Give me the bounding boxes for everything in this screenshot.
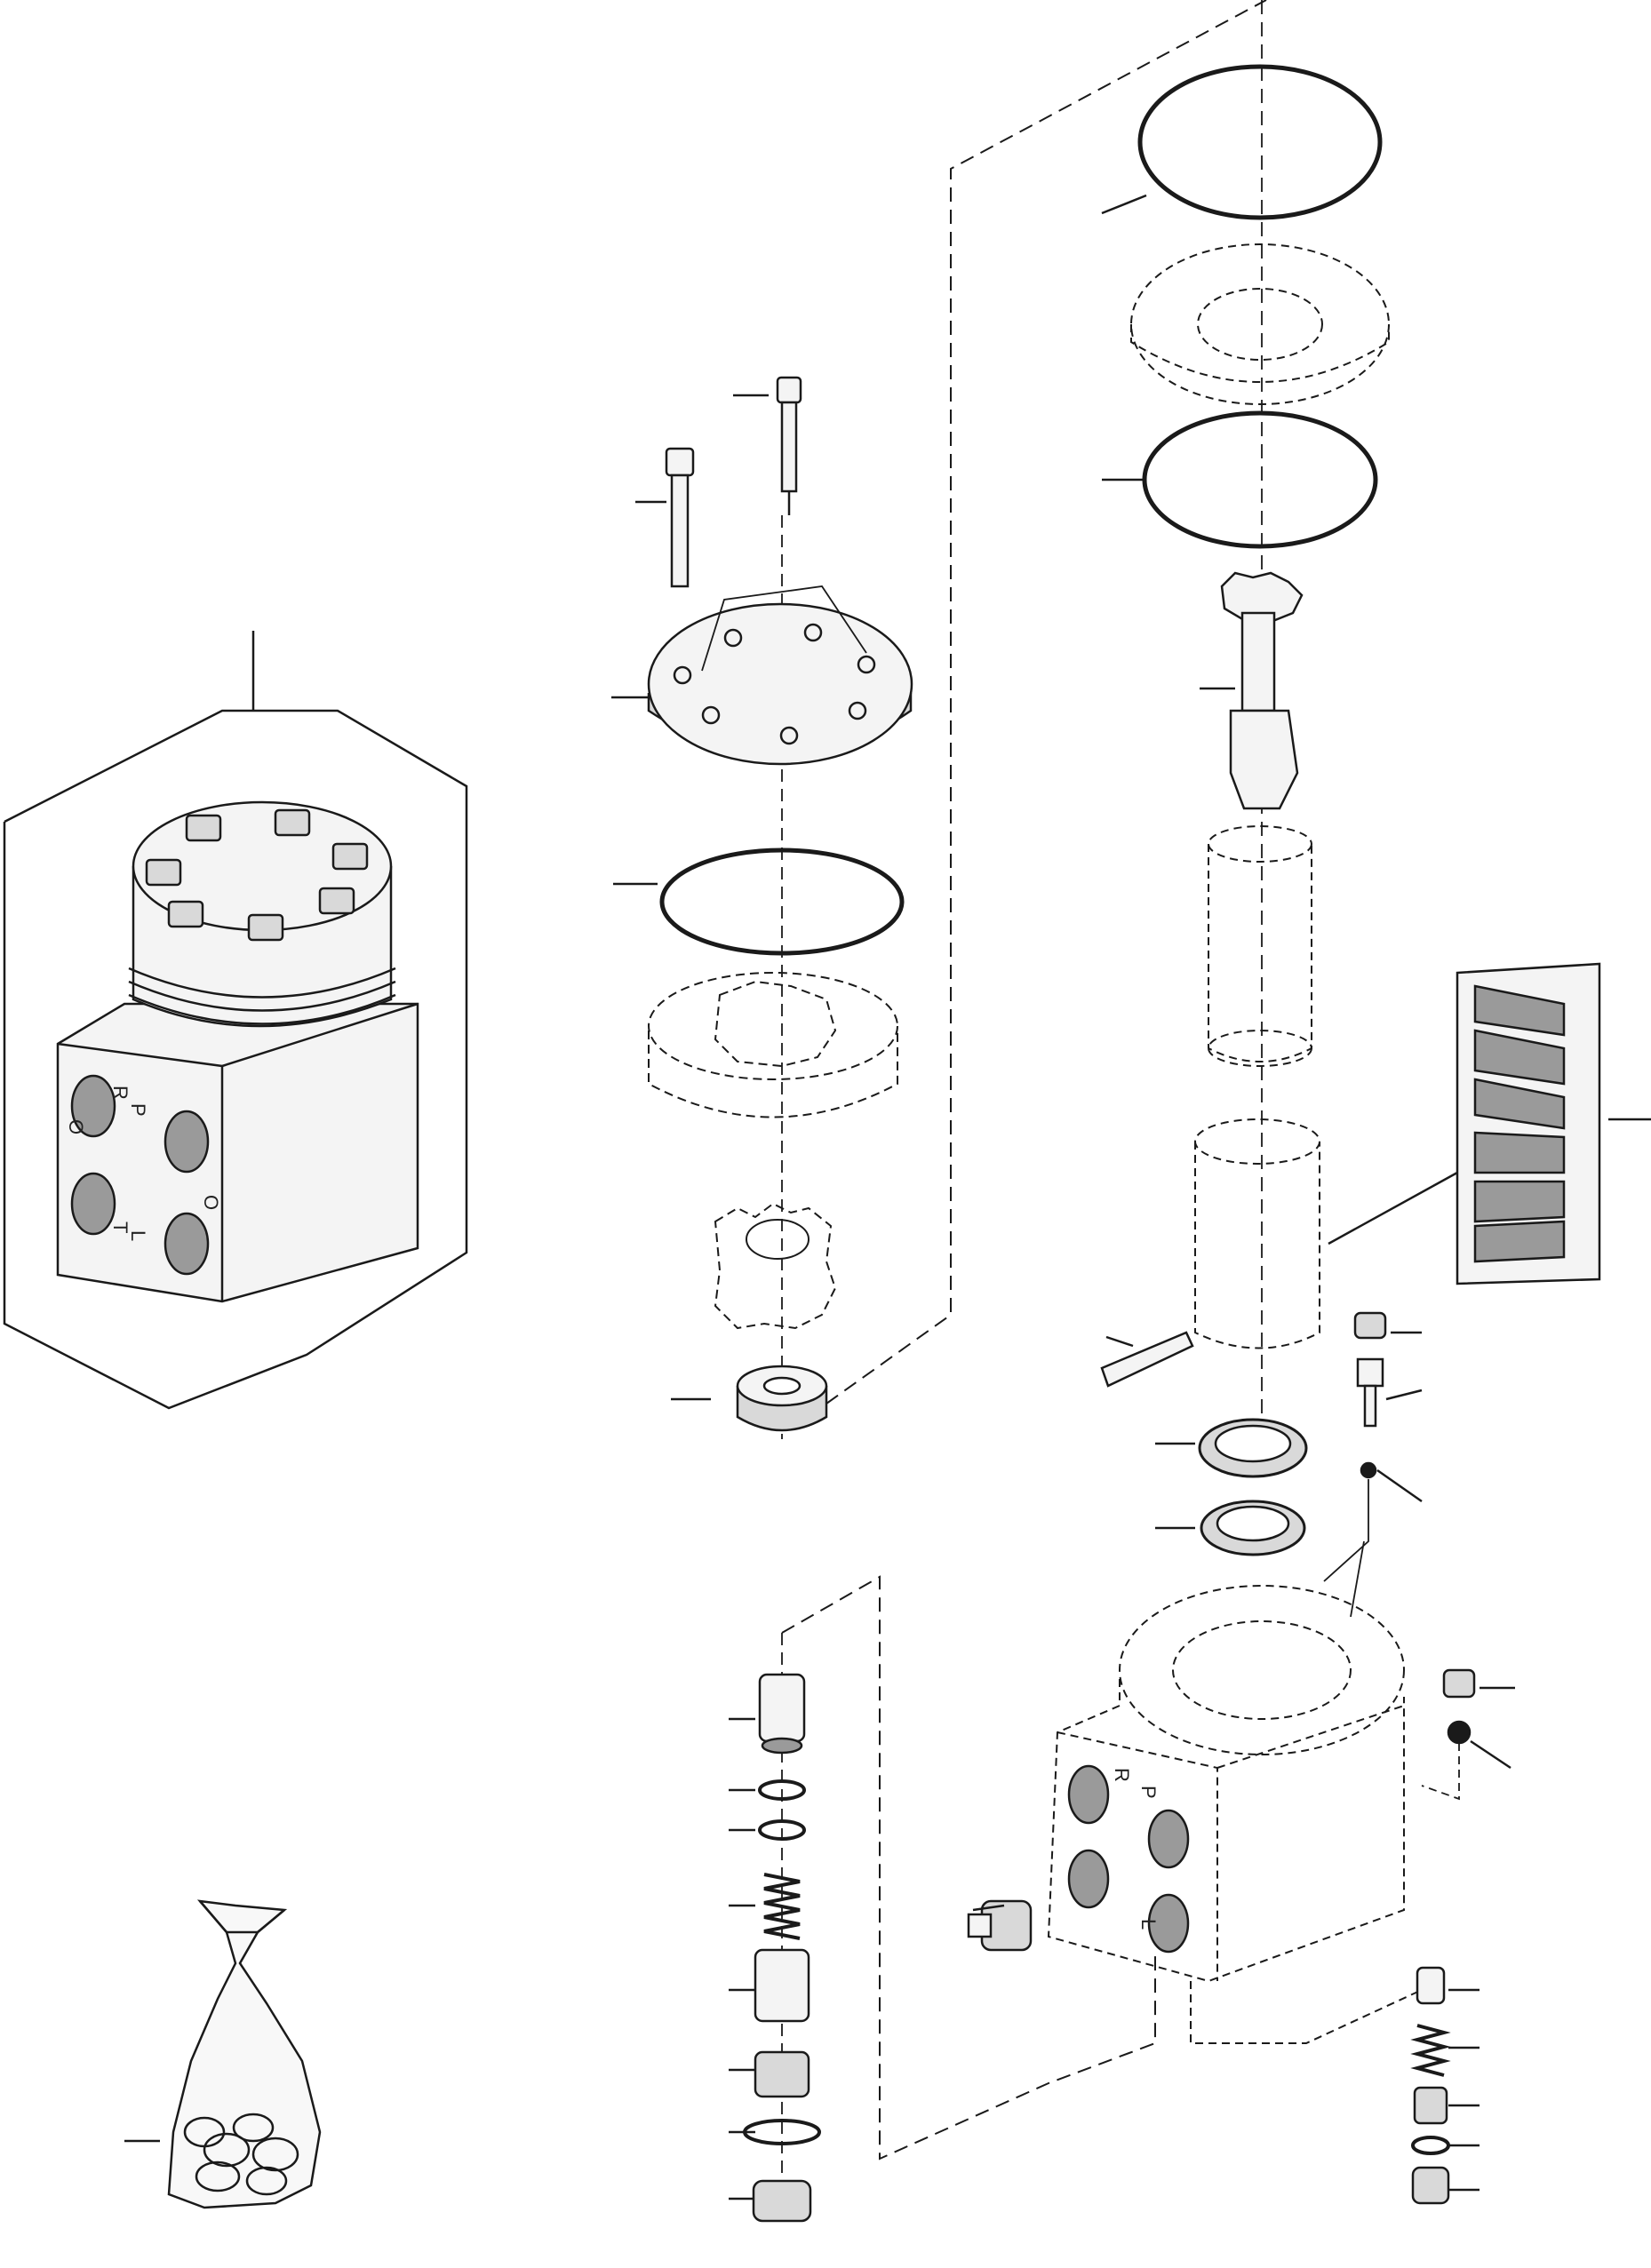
relief-valve-stack	[729, 1673, 821, 2223]
drive-shaft	[1200, 571, 1304, 810]
port-label-p: P	[127, 1103, 149, 1117]
housing-port-label-r: R	[1111, 1768, 1133, 1782]
spacer-plate	[1130, 243, 1390, 405]
o-ring-icon	[1137, 64, 1383, 220]
spring-icon	[729, 1873, 801, 1940]
gerotor-ring	[648, 972, 898, 1118]
port-label-o2: O	[200, 1195, 222, 1210]
assembled-steering-unit: R P O T L O	[56, 800, 419, 1303]
spacer-bushing	[671, 1365, 828, 1432]
ball-icon	[1447, 1720, 1472, 1745]
decal-sheet-icon	[1328, 962, 1651, 1285]
thrust-bearing	[1155, 1418, 1308, 1556]
o-ring-icon	[1142, 410, 1378, 549]
o-ring-icon	[758, 1819, 806, 1841]
spring-icon	[1410, 2024, 1451, 2077]
ball-icon	[1360, 1461, 1377, 1479]
port-label-l: L	[127, 1230, 149, 1241]
port-label-r: R	[109, 1086, 132, 1100]
housing-port-label-p: P	[1137, 1786, 1160, 1799]
valve-sleeve	[1194, 1118, 1320, 1349]
check-valve-parts	[1323, 1311, 1423, 1618]
end-cap-plate	[611, 585, 913, 766]
hex-bolt-icon	[635, 376, 802, 588]
housing-ports: R P L	[1067, 1764, 1190, 1954]
o-ring-icon	[743, 2119, 821, 2145]
housing-port-label-l: L	[1137, 1919, 1160, 1930]
seal-kit-bag	[124, 1899, 322, 2209]
o-ring-icon	[659, 848, 905, 956]
gerotor-star	[714, 1202, 837, 1330]
o-ring-icon	[758, 1779, 806, 1801]
hex-bolt-icon	[145, 808, 369, 942]
shock-valve-stack	[1410, 1966, 1480, 2205]
o-ring-icon	[183, 2113, 299, 2196]
valve-housing	[1047, 1585, 1423, 2044]
o-ring-icon	[1411, 2136, 1450, 2155]
port-label-o: O	[65, 1119, 87, 1134]
port-label-t: T	[109, 1222, 132, 1233]
valve-spool	[1208, 825, 1312, 1067]
relief-valve-cartridge	[967, 1899, 1033, 1952]
cross-pin	[1100, 1331, 1194, 1388]
assembled-unit-frame	[3, 631, 468, 1410]
